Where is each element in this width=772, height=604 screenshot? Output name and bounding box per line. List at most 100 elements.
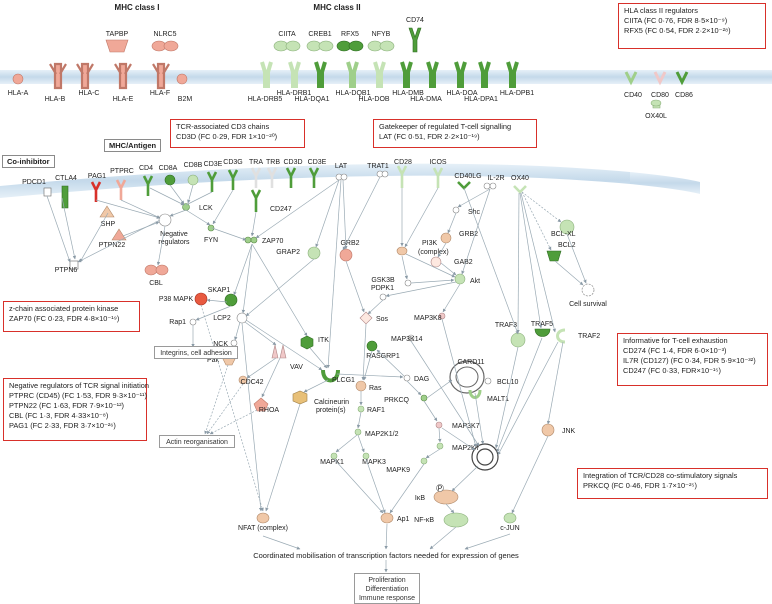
node-cd3e-b: CD3E: [308, 159, 327, 188]
node-label: ICOS: [429, 159, 446, 166]
edge-zap70-itk: [251, 243, 308, 337]
node-label: CBL: [149, 280, 163, 287]
node-traf5: TRAF5: [531, 321, 553, 337]
node-card11: CARD11: [449, 359, 485, 394]
edge-lcp2-nck: [234, 321, 241, 341]
node-cellsurvival: Cell survival: [569, 283, 607, 308]
node-label: BCL-XL: [551, 231, 576, 238]
node-hla-f: HLA-F: [150, 62, 170, 97]
node-label: HLA-DMB: [392, 90, 424, 97]
node-label: CARD11: [457, 359, 484, 366]
edges: [46, 176, 587, 573]
edge-lcp2-nfat: [241, 322, 263, 512]
tcell-membrane-end: [630, 172, 700, 194]
node-label: CD247: [270, 206, 292, 213]
edge-prkcq-card11: [426, 379, 453, 399]
calcineurin-line2: protein(s): [316, 407, 346, 414]
node-plcg1: PLCG1: [321, 369, 355, 384]
node-pi3k: PI3K (complex): [396, 240, 449, 256]
edge-map2k-mapk3: [357, 434, 365, 453]
node-hla-b: HLA-B: [45, 62, 67, 103]
node-b2m: B2M: [176, 73, 193, 103]
node-label: PTPRC: [110, 168, 134, 175]
edge-map3k7-map2k7: [438, 427, 442, 443]
node-label: B2M: [178, 96, 193, 103]
node-label: IκB: [415, 495, 425, 502]
node-cd3d: CD3D: [283, 159, 303, 188]
node-label: RAF1: [367, 407, 385, 414]
box-title: Negative regulators of TCR signal initia…: [9, 381, 149, 390]
edge-vav-cdc42: [246, 357, 277, 379]
node-map3k7: MAP3K7: [435, 421, 480, 430]
edge-cjun-caption: [464, 533, 511, 550]
node-label: RHOA: [259, 407, 280, 414]
node-label: Cell survival: [569, 301, 607, 308]
box-lat-gatekeeper: Gatekeeper of regulated T-cell signallin…: [373, 119, 537, 148]
node-traf2: TRAF2: [556, 328, 600, 344]
node-label: HLA-DRB5: [248, 96, 283, 103]
node-label: LCK: [199, 205, 213, 212]
node-cd3g: CD3G: [223, 159, 243, 190]
node-rasgrp1: RASGRP1: [366, 340, 400, 360]
edge-dag-prkcq: [406, 380, 422, 396]
node-rhoa: RHOA: [253, 397, 280, 414]
edge-ox40-traf2: [520, 192, 556, 333]
node-label: PAG1: [88, 173, 106, 180]
node-cd247: CD247: [250, 189, 292, 213]
node-label: CD74: [406, 17, 424, 24]
edge-zap70-skap1: [233, 243, 253, 296]
node-map3k8: MAP3K8: [414, 312, 446, 322]
node-label: ITK: [318, 337, 329, 344]
edge-sos-ras: [361, 323, 367, 381]
outcome-line: Immune response: [358, 595, 416, 602]
node-label: CREB1: [308, 31, 331, 38]
box-zap70: z-chain associated protein kinase ZAP70 …: [3, 301, 140, 332]
edge-mapk9-ap1: [389, 463, 425, 514]
node-label: TRAT1: [367, 163, 389, 170]
process-outcome: Proliferation Differentiation Immune res…: [354, 573, 420, 604]
node-label: FYN: [204, 237, 218, 244]
edge-ptprc-negreg: [120, 199, 161, 219]
node-hla-dqa1: HLA-DQA1: [294, 61, 330, 103]
edge-lck-fyn: [185, 209, 211, 226]
pi3k-line1: PI3K: [422, 240, 438, 247]
process-integrins: Integrins, cell adhesion: [154, 346, 238, 359]
edge-skap1-rap1: [195, 305, 232, 321]
node-label: CD3E: [308, 159, 327, 166]
node-label: OX40: [511, 175, 529, 182]
node-label: HLA-DMA: [410, 96, 442, 103]
node-rfx5: RFX5: [336, 31, 364, 52]
node-label: NFYB: [372, 31, 391, 38]
node-creb1: CREB1: [306, 31, 334, 52]
node-shc: Shc: [452, 206, 481, 216]
node-label: Ap1: [397, 516, 410, 523]
node-label: PTPN6: [55, 267, 78, 274]
box-title: TCR-associated CD3 chains: [176, 122, 270, 131]
node-label: MAP3K7: [452, 423, 480, 430]
node-cd40lg: CD40LG: [454, 173, 482, 190]
outcome-line: Proliferation: [368, 577, 406, 584]
edge-pdpk1-akt: [410, 278, 455, 284]
edge-lcp2-vav: [244, 321, 277, 346]
edge-p38-nfat: [200, 304, 264, 512]
box-hla-class-2-regulators: HLA class II regulators CIITA (FC 0·76, …: [618, 3, 766, 49]
node-label: JNK: [562, 428, 576, 435]
node-vav: VAV: [271, 344, 303, 371]
edge-pak-actin: [204, 364, 229, 435]
edge-map3k7-ikk: [441, 427, 476, 451]
node-label: CD8A: [159, 165, 178, 172]
box-line: PAG1 (FC 2·33, FDR 3·7×10⁻²⁶): [9, 421, 116, 430]
caption-transcription: Coordinated mobilisation of transcriptio…: [253, 551, 519, 560]
box-title: Gatekeeper of regulated T-cell signallin…: [379, 122, 512, 131]
node-hla-dmb: HLA-DMB: [392, 61, 424, 97]
node-hla-e: HLA-E: [113, 62, 134, 103]
node-grb2-a: GRB2: [339, 240, 360, 262]
node-cbl: CBL: [144, 264, 169, 287]
node-bclxl: BCL-XL: [551, 219, 576, 238]
node-label: CD3D: [283, 159, 302, 166]
node-hla-dpb1: HLA-DPB1: [500, 61, 534, 97]
node-label: CIITA: [278, 31, 296, 38]
node-ras: Ras: [355, 380, 382, 392]
edge-itk-plcg1: [309, 347, 328, 369]
node-label: TRAF2: [578, 333, 600, 340]
